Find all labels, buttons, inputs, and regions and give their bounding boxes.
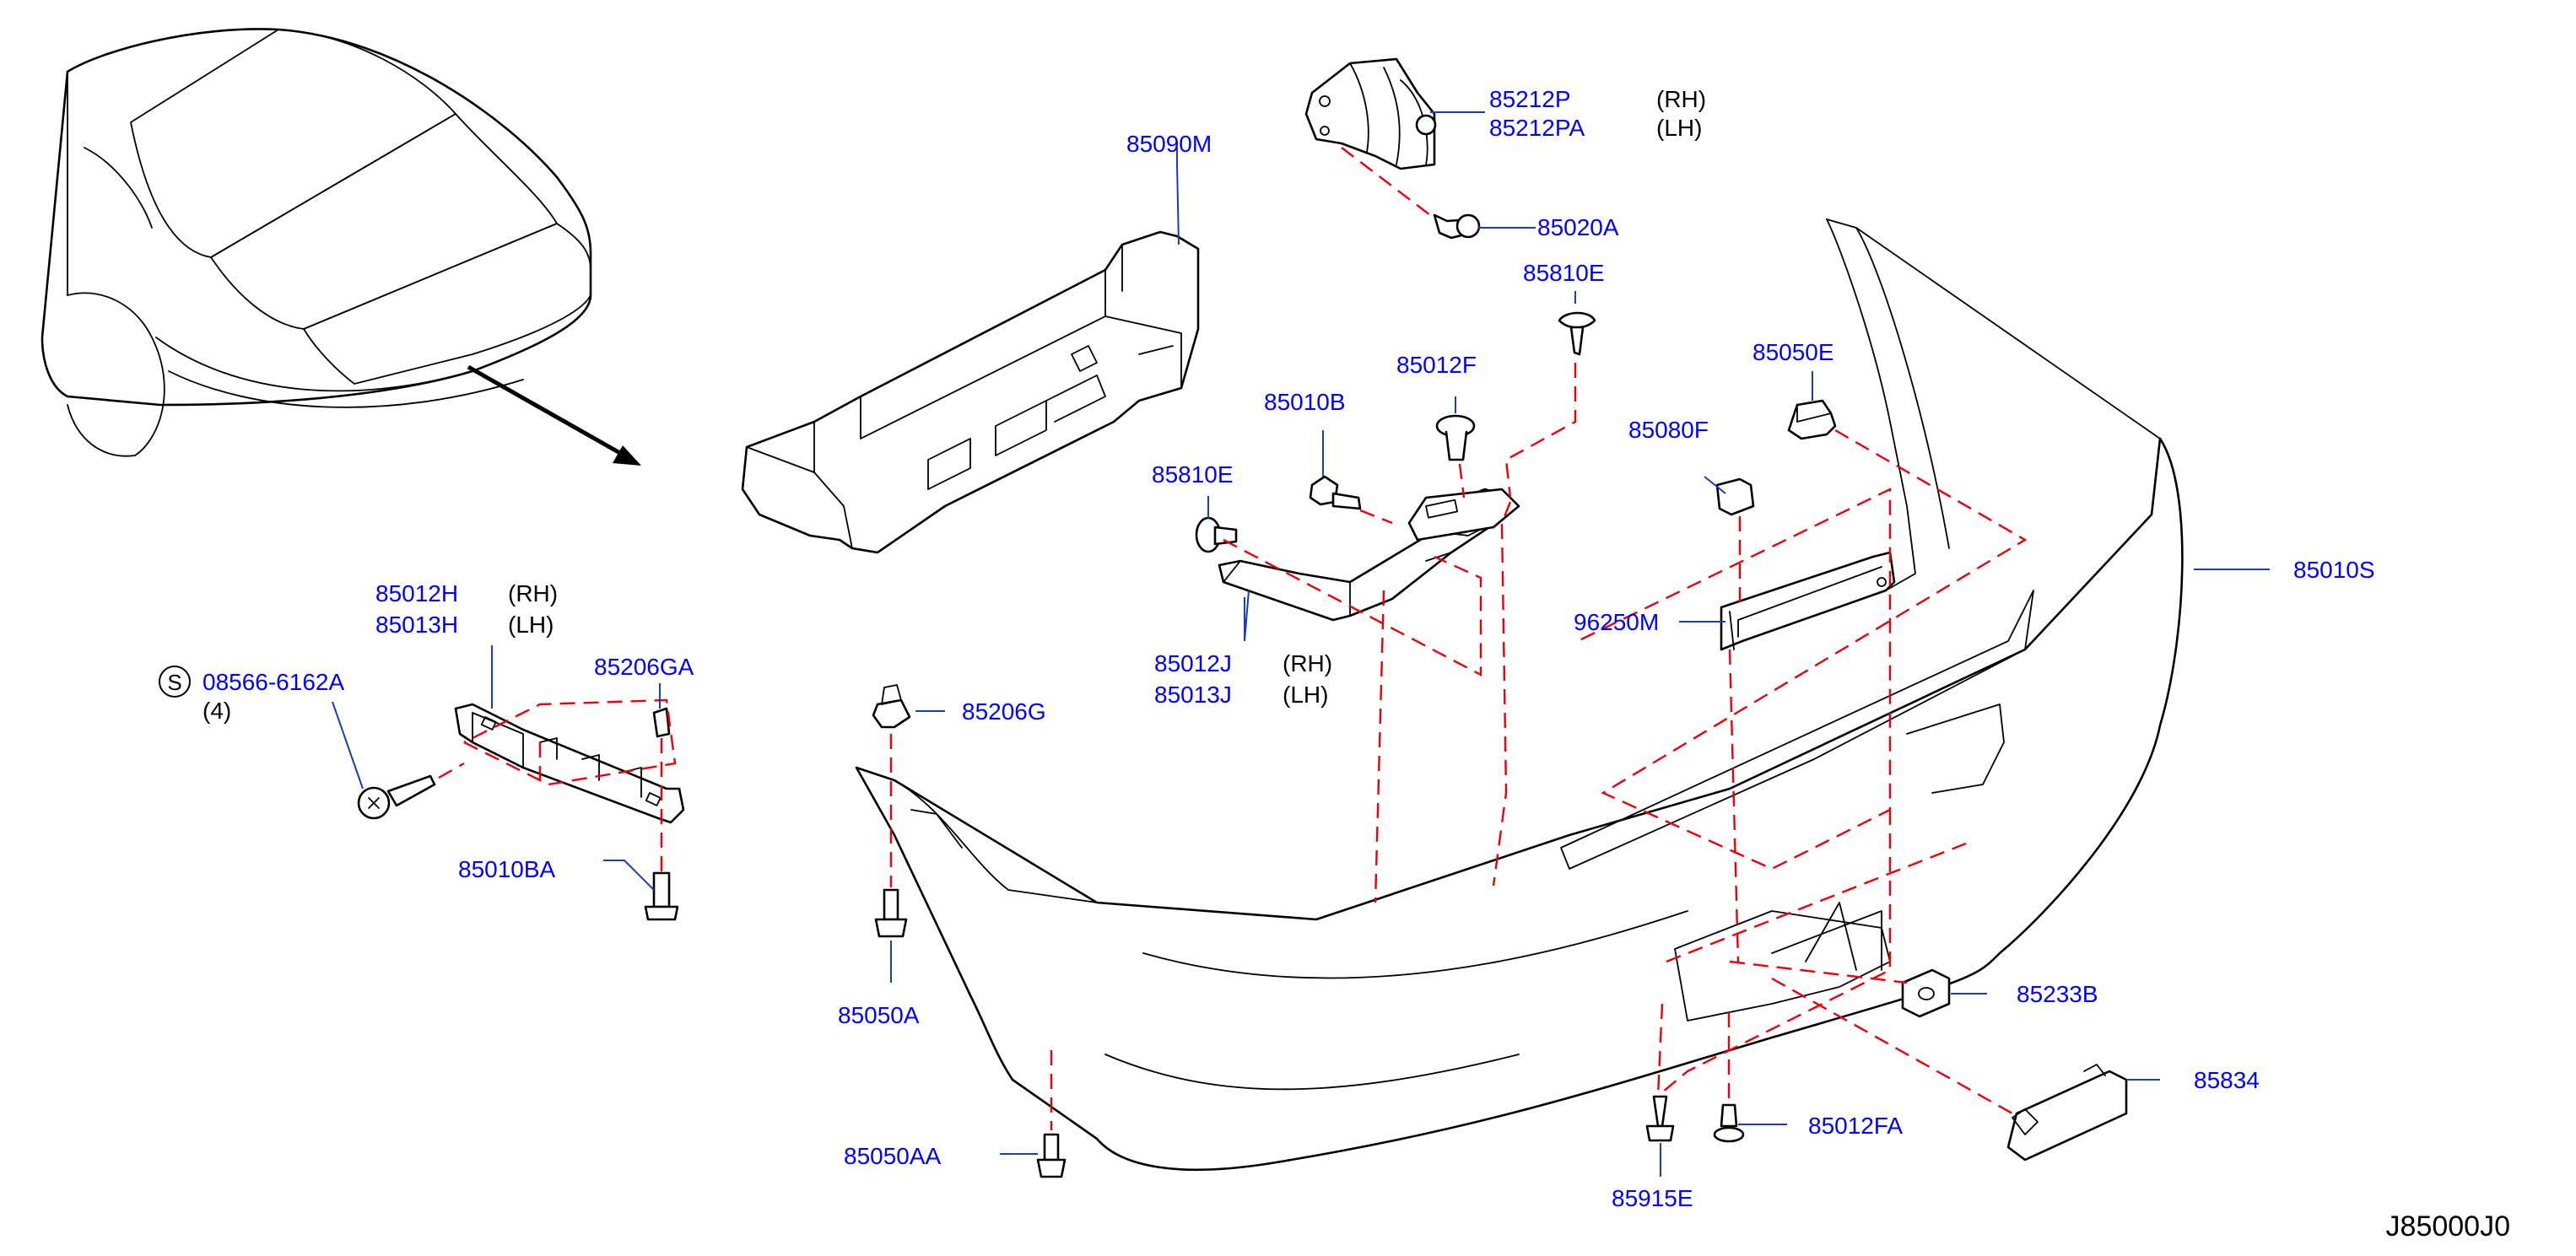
label-85233b: 85233B [2017, 981, 2098, 1007]
label-85212p: 85212P [1489, 86, 1571, 112]
clip-85012f-icon [1435, 414, 1476, 461]
side-labels: (RH) (LH) (RH) (LH) (RH) (LH) (4) [203, 86, 1706, 724]
label-85010s: 85010S [2293, 557, 2375, 583]
standard-part-s: S [167, 670, 181, 695]
label-96250m: 96250M [1574, 609, 1659, 635]
clip-85810e-left-icon [1195, 516, 1238, 553]
label-85810e-left: 85810E [1152, 461, 1234, 488]
bolt-85020a-icon [1433, 213, 1481, 240]
label-85050e: 85050E [1752, 339, 1834, 365]
nut-85080f-icon [1715, 477, 1755, 516]
direction-arrow-icon [467, 364, 641, 466]
bolt-85010ba-icon [644, 871, 679, 921]
screw-85915e-icon [1645, 1095, 1675, 1142]
bolt-85010b-icon [1309, 475, 1362, 510]
label-85834: 85834 [2194, 1067, 2260, 1093]
vehicle-rear-view-icon [41, 28, 592, 457]
bolt-85050a-icon [874, 888, 908, 938]
energy-absorber-part [741, 230, 1200, 554]
diagram-code: J85000J0 [2386, 1210, 2510, 1243]
assembly-lines [438, 147, 2028, 1130]
label-85010ba: 85010BA [458, 856, 556, 882]
label-85012h: 85012H [375, 580, 458, 606]
label-85012fa: 85012FA [1808, 1113, 1903, 1139]
bracket-85012h-part [454, 703, 685, 824]
side-lh-85212: (LH) [1656, 115, 1702, 141]
side-rh-85212: (RH) [1656, 86, 1706, 112]
label-85050a: 85050A [838, 1002, 920, 1028]
label-85020a: 85020A [1537, 214, 1619, 240]
standard-part-mark: S [159, 666, 191, 698]
bracket-96250m-part [1720, 551, 1896, 651]
label-85050aa: 85050AA [844, 1143, 942, 1169]
screw-08566-icon [357, 774, 436, 820]
quantity-label: (4) [203, 698, 231, 724]
leader-lines [332, 111, 2270, 1177]
plug-85233b-icon [1901, 968, 1951, 1018]
label-85010b: 85010B [1264, 389, 1346, 415]
clip-85012fa-icon [1713, 1103, 1745, 1143]
label-85090m: 85090M [1126, 131, 1212, 157]
side-lh-85013j: (LH) [1283, 682, 1328, 708]
bumper-fascia-part [855, 218, 2184, 1171]
license-lamp-85834-icon [2006, 1064, 2128, 1162]
label-85810e-top: 85810E [1523, 260, 1605, 286]
label-85212pa: 85212PA [1489, 115, 1585, 141]
clip-85050e-icon [1787, 399, 1837, 440]
label-85013j: 85013J [1154, 682, 1232, 708]
callout-labels: 85212P 85212PA 85020A 85810E 85090M 8501… [203, 86, 2375, 1211]
label-85013h: 85013H [375, 612, 458, 638]
label-85206ga: 85206GA [594, 654, 694, 680]
side-lh-85013h: (LH) [508, 612, 554, 638]
clip-85810e-top-icon [1558, 311, 1596, 356]
label-85012j: 85012J [1154, 650, 1232, 677]
clip-85206g-icon [872, 684, 911, 729]
label-85012f: 85012F [1396, 352, 1477, 378]
label-85080f: 85080F [1628, 417, 1709, 443]
clip-85206ga-icon [652, 707, 671, 738]
label-08566-6162a: 08566-6162A [203, 669, 344, 695]
label-85206g: 85206G [962, 698, 1046, 725]
side-bracket-part [1304, 57, 1437, 170]
label-85915e: 85915E [1612, 1185, 1693, 1211]
side-rh-85012j: (RH) [1283, 650, 1332, 677]
retainer-bracket-icon [1407, 488, 1520, 542]
side-rh-85012h: (RH) [508, 580, 558, 606]
bolt-85050aa-icon [1036, 1133, 1067, 1178]
